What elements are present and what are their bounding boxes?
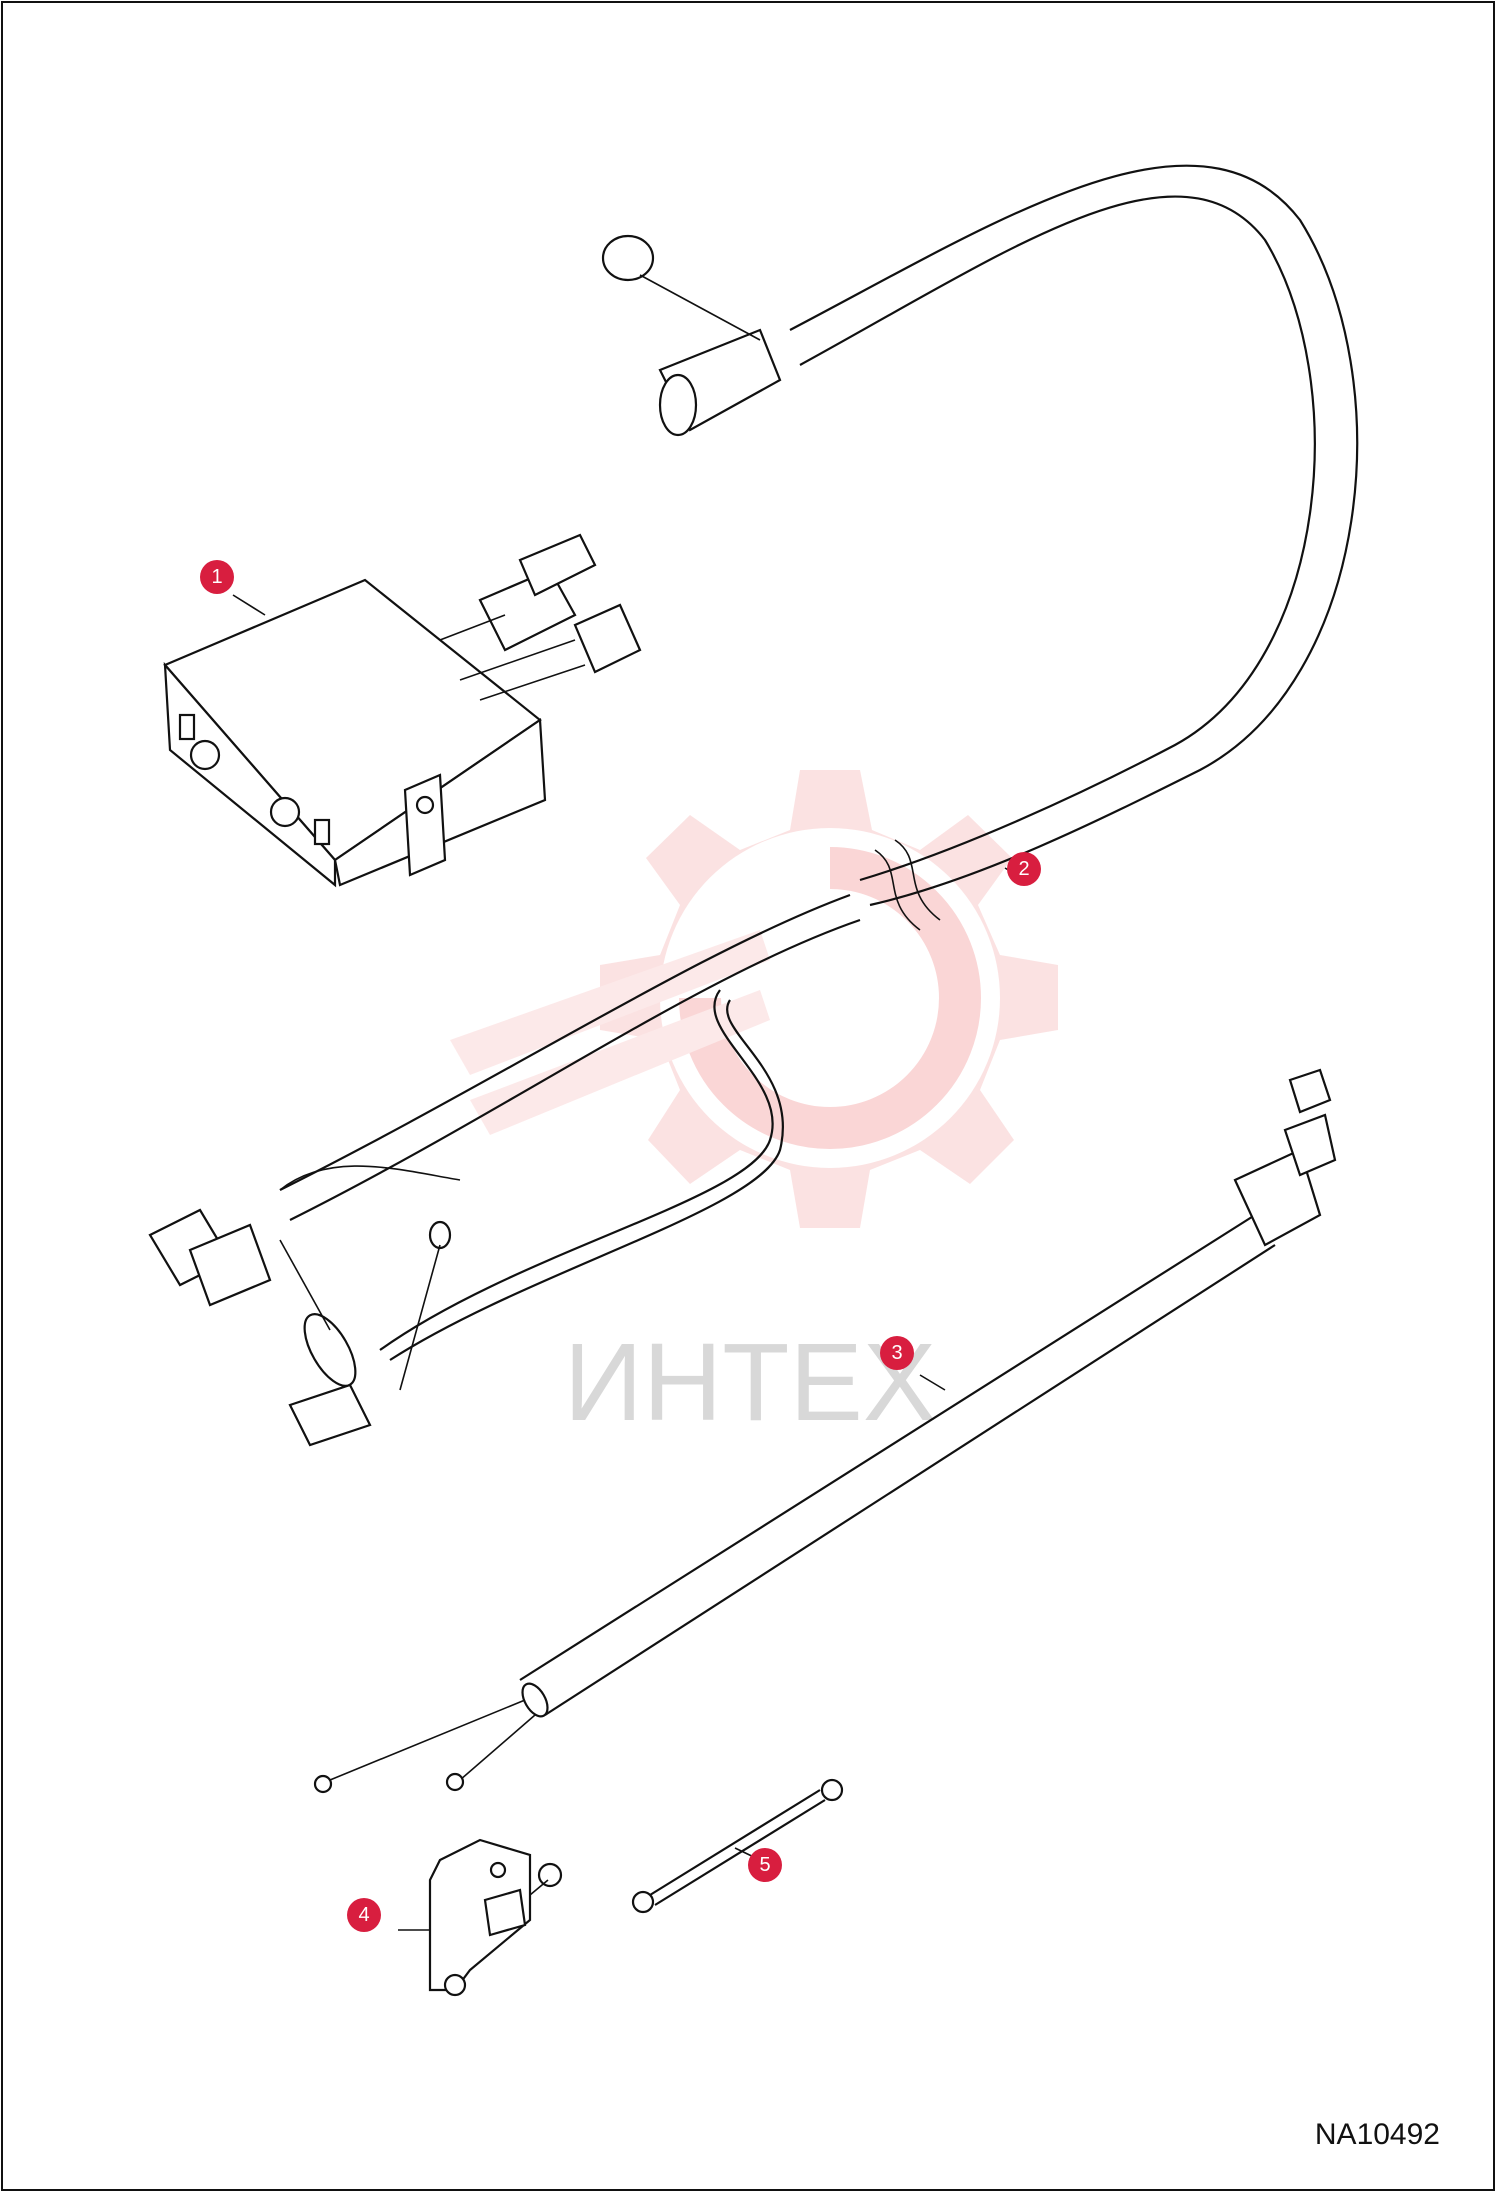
watermark-text: ИНТЕХ xyxy=(564,1321,936,1444)
callout-3-label: 3 xyxy=(891,1342,902,1364)
callout-3: 3 xyxy=(880,1336,914,1370)
callout-5: 5 xyxy=(748,1848,782,1882)
callout-2-label: 2 xyxy=(1018,858,1029,880)
callout-1: 1 xyxy=(200,560,234,594)
cable-harness-part-2 xyxy=(148,164,1359,1447)
circuit-breaker-part-4 xyxy=(428,1838,563,1997)
callout-5-label: 5 xyxy=(759,1854,770,1876)
jumper-cable-part-5 xyxy=(631,1778,844,1914)
reference-code: NA10492 xyxy=(1314,2118,1440,2151)
cable-part-3 xyxy=(313,1068,1337,1794)
watermark-gear-logo xyxy=(450,770,1058,1228)
callout-4-label: 4 xyxy=(358,1904,369,1926)
callout-4: 4 xyxy=(347,1898,381,1932)
callout-2: 2 xyxy=(1007,852,1041,886)
control-box-part-1 xyxy=(163,533,642,888)
callout-1-label: 1 xyxy=(211,566,222,588)
